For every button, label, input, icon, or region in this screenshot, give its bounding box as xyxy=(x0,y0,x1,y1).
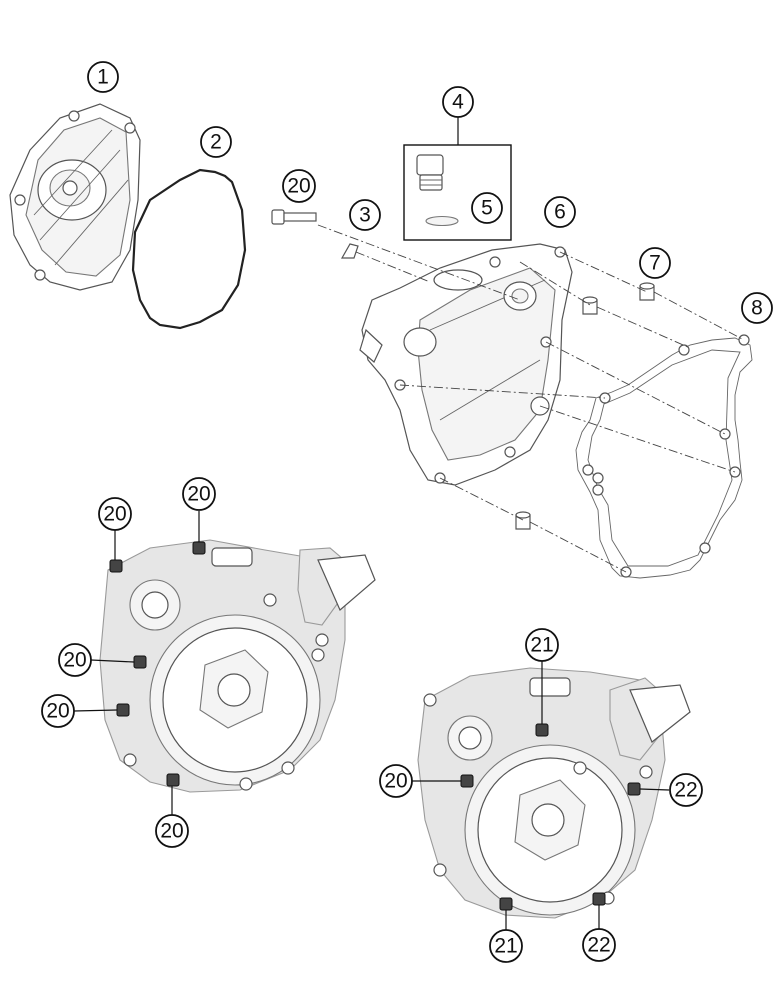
callout-20-left-lower-label: 20 xyxy=(46,700,69,723)
callout-22-right-label: 22 xyxy=(674,779,697,802)
callout-20-left-lower: 20 xyxy=(41,694,75,728)
callout-1: 1 xyxy=(87,61,119,93)
callout-22-bottom-label: 22 xyxy=(587,934,610,957)
callout-21-top-label: 21 xyxy=(530,634,553,657)
callout-20-right-assembly: 20 xyxy=(379,764,413,798)
callout-22-right: 22 xyxy=(669,773,703,807)
callout-21-bottom-label: 21 xyxy=(494,935,517,958)
callout-20-top-left-label: 20 xyxy=(103,503,126,526)
callout-3: 3 xyxy=(349,199,381,231)
callout-20-bolt-label: 20 xyxy=(287,175,310,198)
callout-6-label: 6 xyxy=(554,201,566,224)
callout-5-label: 5 xyxy=(481,197,493,220)
callout-3-label: 3 xyxy=(359,204,371,227)
callout-20-bottom-label: 20 xyxy=(160,820,183,843)
callout-20-bottom: 20 xyxy=(155,814,189,848)
callout-8-label: 8 xyxy=(751,297,763,320)
callout-20-top: 20 xyxy=(182,477,216,511)
callout-4-label: 4 xyxy=(452,91,464,114)
plug-inset-box xyxy=(403,117,512,241)
callout-21-bottom: 21 xyxy=(489,929,523,963)
callout-7: 7 xyxy=(639,247,671,279)
callout-21-top: 21 xyxy=(525,628,559,662)
ignition-cover-part xyxy=(9,103,141,291)
clutch-cover-gasket-part xyxy=(575,334,753,579)
ignition-cover-gasket-part xyxy=(131,168,247,330)
clutch-side-assembly xyxy=(412,661,691,930)
callout-20-left-upper: 20 xyxy=(58,643,92,677)
alignment-lines xyxy=(317,224,745,573)
callout-6: 6 xyxy=(544,196,576,228)
clip-part xyxy=(340,243,359,259)
callout-7-label: 7 xyxy=(649,252,661,275)
callout-8: 8 xyxy=(741,292,773,324)
bolt-part xyxy=(271,209,317,225)
clutch-cover-part xyxy=(359,243,573,486)
callout-5: 5 xyxy=(471,192,503,224)
ignition-side-assembly xyxy=(73,511,376,815)
callout-2: 2 xyxy=(200,126,232,158)
callout-22-bottom: 22 xyxy=(582,928,616,962)
callout-2-label: 2 xyxy=(210,131,222,154)
callout-20-top-label: 20 xyxy=(187,483,210,506)
callout-20-right-assembly-label: 20 xyxy=(384,770,407,793)
callout-20-bolt: 20 xyxy=(282,169,316,203)
callout-4: 4 xyxy=(442,86,474,118)
callout-20-left-upper-label: 20 xyxy=(63,649,86,672)
callout-20-top-left: 20 xyxy=(98,497,132,531)
callout-1-label: 1 xyxy=(97,66,109,89)
